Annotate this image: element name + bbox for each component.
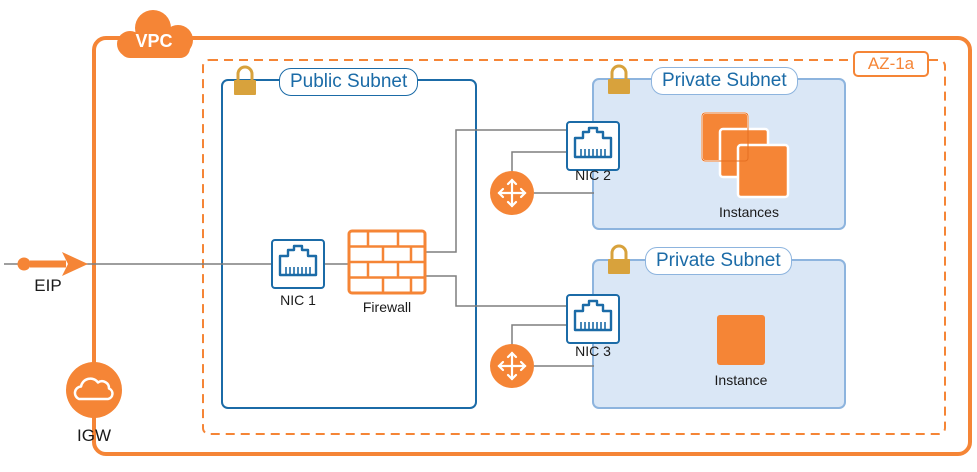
eip-label: EIP	[34, 276, 62, 295]
nic3-icon	[566, 294, 620, 344]
private-subnet-1-label: Private Subnet	[651, 67, 798, 95]
az-label: AZ-1a	[867, 54, 915, 73]
vpc-cloud-icon	[117, 10, 193, 58]
router2-icon	[490, 344, 534, 388]
nic1-icon	[271, 239, 325, 289]
firewall-icon	[347, 229, 427, 295]
instance-icon	[717, 315, 765, 365]
az-boundary	[202, 59, 946, 435]
eip-icon	[4, 252, 88, 276]
router1-icon	[490, 171, 534, 215]
instance-label: Instance	[714, 372, 768, 388]
nic2-label: NIC 2	[575, 167, 611, 183]
public-subnet-lock-icon	[234, 65, 256, 95]
firewall-to-nic2-line	[425, 129, 567, 253]
az-label-box	[853, 51, 929, 77]
firewall-to-nic3-line	[425, 275, 567, 307]
private-subnet-2-label: Private Subnet	[645, 247, 792, 275]
firewall-label: Firewall	[362, 299, 412, 315]
public-subnet-label: Public Subnet	[279, 68, 419, 96]
instances-label: Instances	[719, 204, 779, 220]
private-subnet-1-lock-icon	[608, 64, 630, 94]
igw-icon	[66, 362, 122, 418]
vpc-label: VPC	[135, 31, 173, 51]
connection-lines	[86, 129, 594, 367]
nic2-icon	[566, 121, 620, 171]
instances-stack-icon	[701, 112, 790, 199]
nic3-label: NIC 3	[575, 343, 611, 359]
vpc-boundary	[92, 36, 972, 456]
igw-label: IGW	[77, 426, 111, 445]
router1-to-nic2-line	[511, 151, 567, 176]
router2-to-nic3-line	[511, 324, 567, 350]
private-subnet-2-lock-icon	[608, 244, 630, 274]
nic1-label: NIC 1	[280, 292, 316, 308]
